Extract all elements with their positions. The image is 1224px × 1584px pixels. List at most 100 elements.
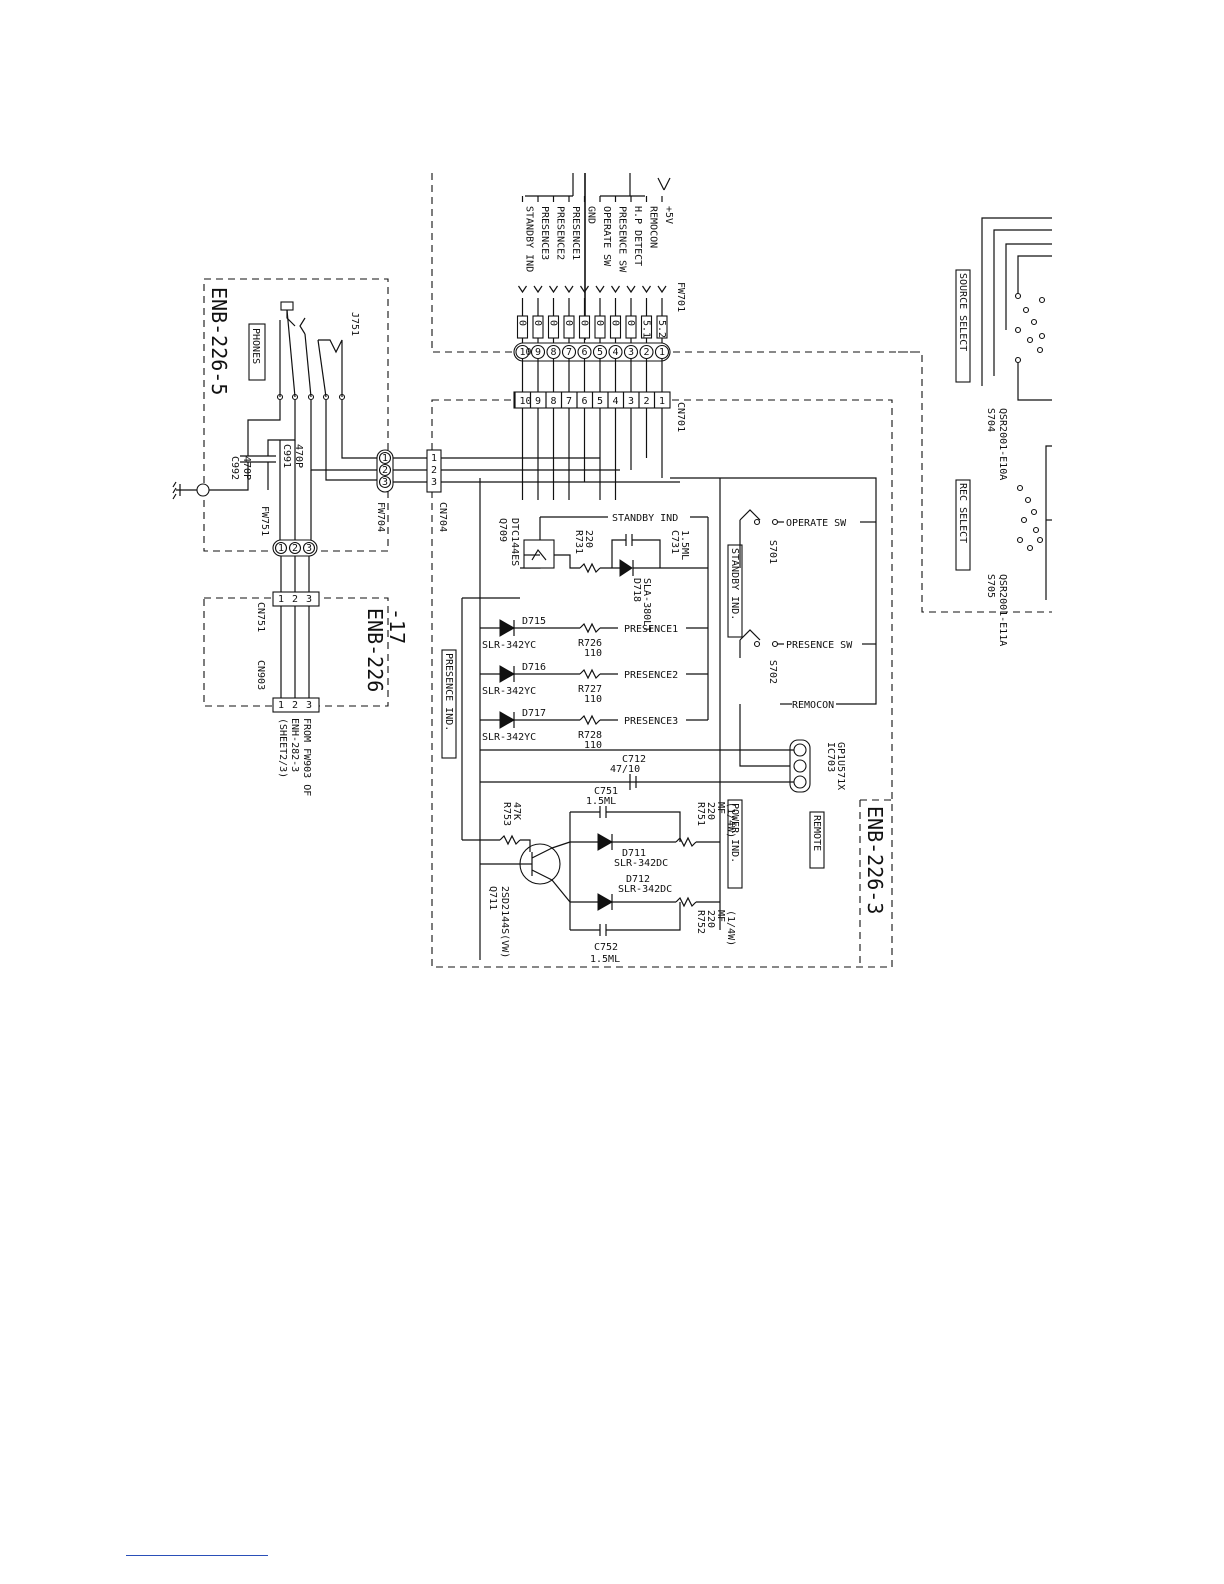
svg-text:S705: S705	[985, 574, 996, 598]
svg-text:SLR-342YC: SLR-342YC	[482, 686, 536, 697]
fw701-pin-2: 2	[644, 347, 650, 358]
signal-label-10: STANDBY IND	[524, 206, 535, 272]
rec-select-switch-s705: REC SELECT S705 QSR2001-E11A	[955, 445, 1052, 646]
svg-text:220: 220	[705, 802, 716, 820]
fw701-pin-1: 1	[659, 347, 665, 358]
svg-text:2SD2144S(VW): 2SD2144S(VW)	[499, 886, 510, 958]
cn751-connector	[272, 591, 320, 607]
net-presence1: PRESENCE1	[624, 624, 678, 635]
fw701-tag-6: 0	[579, 320, 590, 326]
signal-label-4: PRESENCE SW	[617, 206, 628, 273]
svg-text:(1/4W): (1/4W)	[725, 910, 736, 946]
cn903-pins-3: 3	[306, 700, 312, 711]
board-label-enb-226-17: ENB-226	[363, 608, 387, 692]
cn701-pin-7: 7	[566, 396, 572, 407]
presence-ind-box	[441, 649, 457, 759]
signal-label-3: H.P DETECT	[632, 206, 643, 266]
svg-text:GP1U571X: GP1U571X	[835, 742, 846, 790]
svg-text:D711: D711	[622, 848, 646, 859]
svg-text:R752: R752	[695, 910, 706, 934]
power-ind-box	[727, 799, 743, 889]
svg-text:R751: R751	[695, 802, 706, 826]
fw701-tag-2: 5.1	[641, 320, 652, 338]
ic703-remote-receiver: REMOCON IC703 GP1U571X REMOTE C712 47/10	[480, 700, 846, 869]
fw701-pin-5: 5	[597, 347, 603, 358]
svg-text:47/10: 47/10	[610, 764, 640, 775]
fw751-label: FW751	[259, 506, 270, 536]
svg-text:POWER IND.: POWER IND.	[729, 803, 740, 863]
standby-ind-box	[727, 544, 743, 638]
s702-presence-switch: PRESENCE SW S702	[739, 629, 876, 684]
svg-text:R726: R726	[578, 638, 602, 649]
cn701-pin-6: 6	[582, 396, 588, 407]
remote-box	[809, 811, 825, 869]
s705-contact-3	[1030, 508, 1038, 516]
s705-contact-6	[1016, 536, 1024, 544]
net-remocon: REMOCON	[792, 700, 834, 711]
cn701-pin-5: 5	[597, 396, 603, 407]
svg-text:C992: C992	[229, 456, 240, 480]
s704-contact-7	[1038, 332, 1046, 340]
fw701-tag-4: 0	[610, 320, 621, 326]
cn704-pins-1: 1	[431, 453, 437, 464]
svg-text:SLR-342YC: SLR-342YC	[482, 732, 536, 743]
net-presence-sw: PRESENCE SW	[786, 640, 853, 651]
svg-text:C752: C752	[594, 942, 618, 953]
svg-text:S704: S704	[985, 408, 996, 432]
s705-contact-5	[1032, 526, 1040, 534]
s701-label: S701	[767, 540, 778, 564]
cn701-pin-9: 9	[535, 396, 541, 407]
svg-text:(SHEET2/3): (SHEET2/3)	[277, 718, 288, 778]
svg-text:C751: C751	[594, 786, 618, 797]
svg-text:D718: D718	[631, 578, 642, 602]
fw751-pins-2: 2	[292, 543, 298, 554]
svg-text:SLA-380LT: SLA-380LT	[641, 578, 652, 632]
fw701-tag-8: 0	[548, 320, 559, 326]
fw701-pin-3: 3	[628, 347, 634, 358]
cn701-label: CN701	[675, 402, 686, 432]
cn903-pins-1: 1	[278, 700, 284, 711]
svg-text:QSR2001-E11A: QSR2001-E11A	[997, 574, 1008, 646]
rec-select-box	[955, 479, 971, 571]
cn903-connector	[272, 697, 320, 713]
phones-box-label: PHONES	[250, 328, 261, 364]
svg-text:SLR-342DC: SLR-342DC	[618, 884, 672, 895]
s704-contact-3	[1030, 318, 1038, 326]
svg-text:C991: C991	[281, 444, 292, 468]
c991-c992-capacitors: C991 470P C992 470P	[172, 400, 304, 500]
s704-contact-5	[1026, 336, 1034, 344]
svg-text:470P: 470P	[293, 444, 304, 468]
fw701-pin-8: 8	[551, 347, 557, 358]
svg-text:SOURCE SELECT: SOURCE SELECT	[957, 273, 968, 351]
phones-jack-j751: J751 PHONES	[248, 301, 360, 401]
fw704-label: FW704	[375, 502, 386, 532]
svg-text:220: 220	[705, 910, 716, 928]
svg-text:SLR-342YC: SLR-342YC	[482, 640, 536, 651]
fw751-pins-1: 1	[278, 543, 284, 554]
svg-text:1.5ML: 1.5ML	[590, 954, 620, 965]
svg-text:FROM FW903 OF: FROM FW903 OF	[301, 718, 312, 796]
net-presence2: PRESENCE2	[624, 670, 678, 681]
cn704-pins-2: 2	[431, 465, 437, 476]
fw701-pin-10: 10	[520, 347, 532, 358]
fw704-pins-1: 1	[382, 453, 388, 464]
svg-text:C712: C712	[622, 754, 646, 765]
s704-contact-6	[1038, 296, 1046, 304]
cn751-label: CN751	[255, 602, 266, 632]
svg-text:D712: D712	[626, 874, 650, 885]
fw701-tag-1: 5.2	[656, 320, 667, 338]
svg-text:IC703: IC703	[825, 742, 836, 772]
svg-text:R727: R727	[578, 684, 602, 695]
svg-text:110: 110	[584, 740, 602, 751]
svg-text:PRESENCE IND.: PRESENCE IND.	[443, 653, 454, 731]
svg-text:C731: C731	[669, 530, 680, 554]
svg-text:REC SELECT: REC SELECT	[957, 483, 968, 543]
svg-text:R731: R731	[573, 530, 584, 554]
s705-contact-2	[1024, 496, 1032, 504]
signal-label-9: PRESENCE3	[539, 206, 550, 260]
footer-rule	[126, 1555, 268, 1556]
cn701-pin-3: 3	[628, 396, 634, 407]
